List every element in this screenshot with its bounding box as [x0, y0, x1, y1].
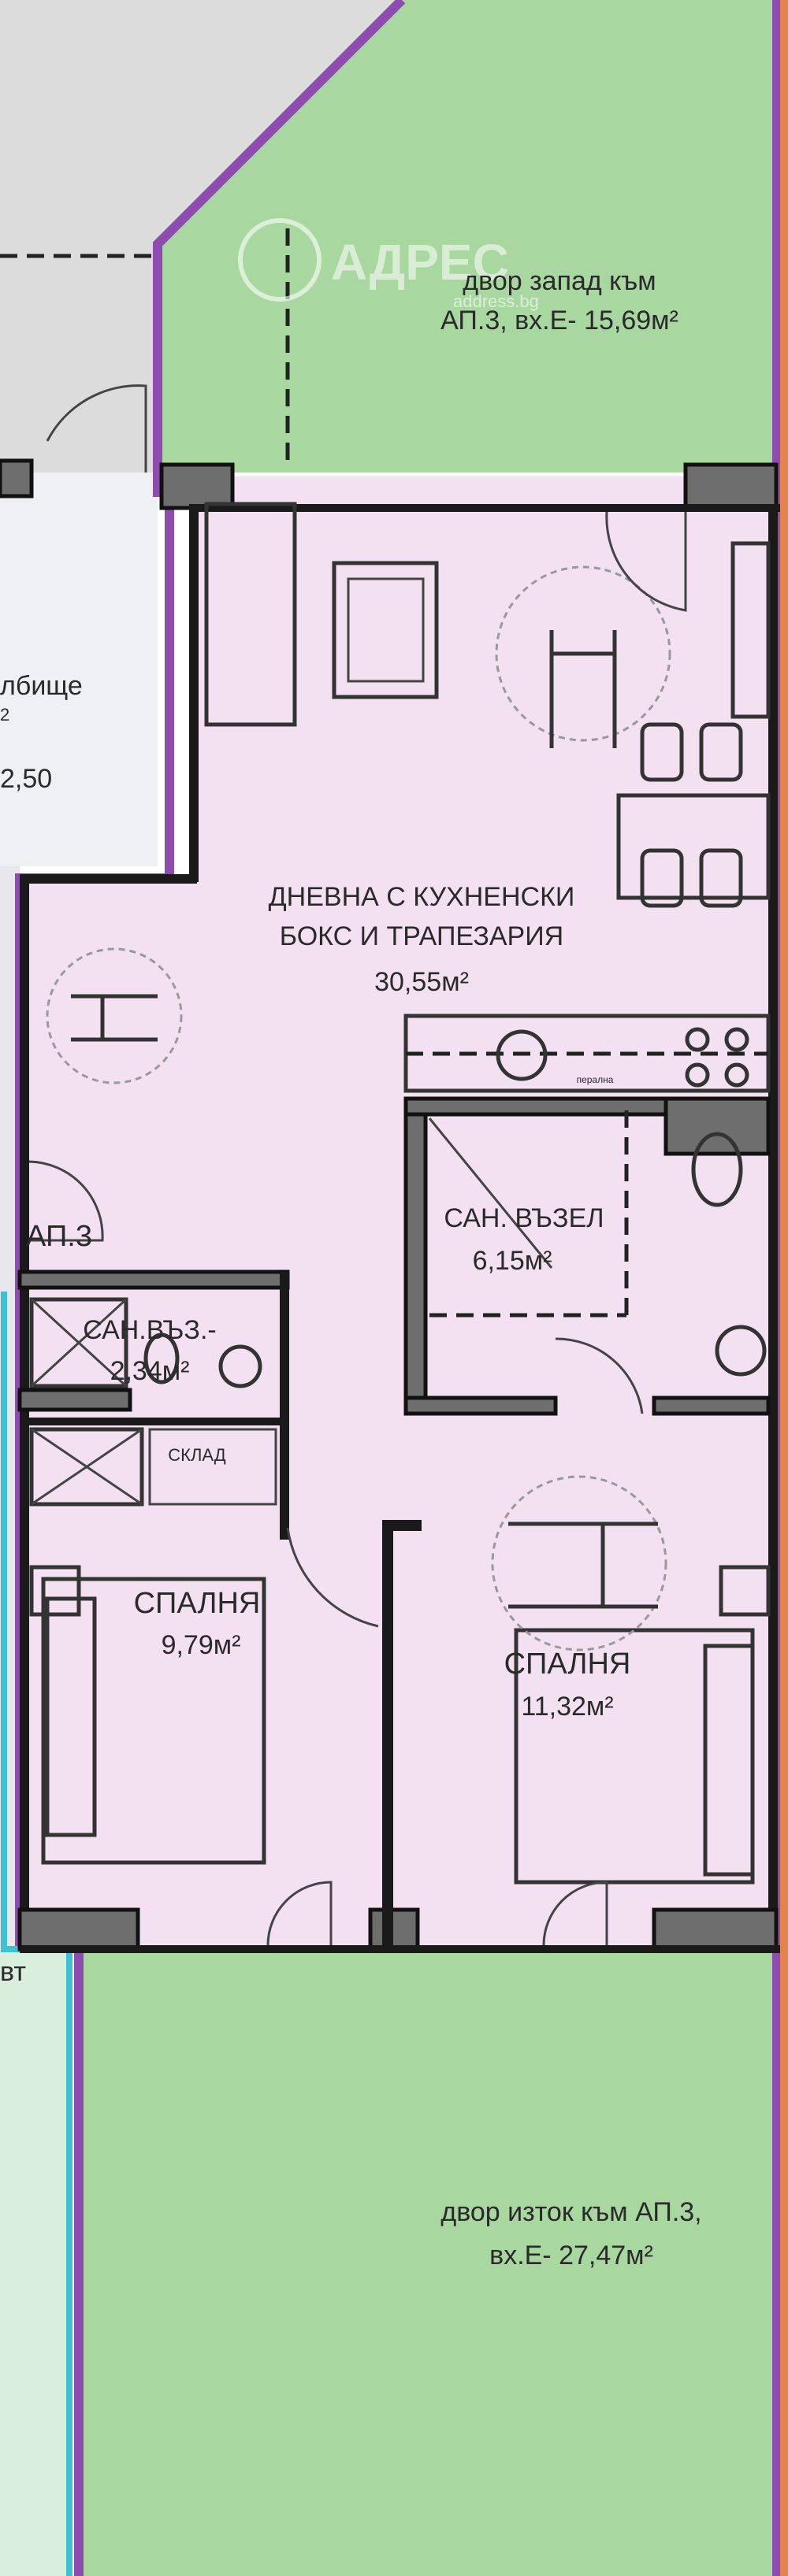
- bathroom-area: 6,15м²: [473, 1246, 552, 1276]
- stove-burner-icon: [724, 1027, 749, 1052]
- living-label-1: ДНЕВНА С КУХНЕНСКИ: [269, 882, 575, 912]
- wall: [382, 1520, 422, 1531]
- chair: [699, 848, 743, 908]
- storage-shelf: [29, 1427, 144, 1507]
- laundry-label: перална: [577, 1074, 614, 1085]
- door-swing: [46, 384, 147, 473]
- wc-label: САН.ВЪЗ.-: [83, 1315, 216, 1345]
- wall: [20, 1945, 780, 1953]
- wall: [280, 1272, 289, 1540]
- wall-column: [0, 458, 34, 499]
- door-swing: [542, 1881, 608, 1946]
- wall: [20, 874, 29, 1953]
- wheelchair-icon: [71, 994, 158, 1042]
- apartment-floor: [20, 476, 780, 1953]
- wall-column: [683, 462, 779, 510]
- sink-icon: [496, 1029, 548, 1081]
- living-area: 30,55м²: [374, 967, 469, 997]
- yard-west-label-2: АП.3, вх.Е- 15,69м²: [440, 306, 678, 335]
- bed-pillows: [703, 1644, 755, 1877]
- door-swing: [605, 511, 687, 612]
- bathroom-label: САН. ВЪЗЕЛ: [444, 1203, 604, 1233]
- storage-room: [148, 1428, 277, 1506]
- bedroom1-label: СПАЛНЯ: [134, 1587, 261, 1620]
- neighbor-green-bottom: [0, 1953, 71, 2576]
- wall: [20, 874, 197, 884]
- door-swing: [286, 1527, 379, 1628]
- storage-label: СКЛАД: [168, 1445, 226, 1465]
- bed: [41, 1577, 266, 1865]
- edge-strip: [780, 0, 788, 2576]
- washbasin-icon: [218, 1344, 262, 1388]
- shower-cross: [30, 1298, 128, 1388]
- sofa: [204, 502, 297, 727]
- wall: [382, 1520, 393, 1953]
- watermark-site: address.bg: [453, 291, 539, 311]
- stove-burner-icon: [685, 1062, 710, 1088]
- bed-pillows: [45, 1596, 97, 1837]
- wall: [768, 504, 778, 1953]
- wall: [189, 504, 199, 882]
- bedroom2-area: 11,32м²: [521, 1692, 613, 1722]
- chair: [640, 722, 684, 782]
- yard-east-label-2: вх.Е- 27,47м²: [489, 2241, 653, 2270]
- washbasin-icon: [715, 1325, 767, 1377]
- door-swing: [266, 1881, 333, 1946]
- chair: [699, 722, 743, 782]
- wall: [652, 1395, 771, 1416]
- wc-area: 2,34м²: [110, 1356, 190, 1386]
- wardrobe: [730, 541, 771, 719]
- chair: [640, 848, 684, 908]
- bedroom1-area: 9,79м²: [162, 1630, 241, 1660]
- wall: [189, 504, 780, 512]
- neighbor-bottom-label: вт: [0, 1957, 26, 1987]
- stove-burner-icon: [685, 1027, 710, 1052]
- bedroom2-label: СПАЛНЯ: [504, 1648, 631, 1681]
- toilet-icon: [691, 1132, 743, 1207]
- yard-west-label-1: двор запад към: [463, 266, 656, 296]
- wheelchair-icon: [508, 1522, 658, 1609]
- wheelchair-turning-circle: [46, 947, 183, 1084]
- wall: [17, 1269, 290, 1290]
- living-label-2: БОКС И ТРАПЕЗАРИЯ: [280, 921, 563, 951]
- yard-east-label-1: двор изток към АП.3,: [440, 2197, 701, 2227]
- wheelchair-turning-circle: [491, 1475, 667, 1651]
- neighbor-room-sup: 2: [0, 705, 9, 725]
- wall-column: [17, 1907, 140, 1951]
- watermark-logo-icon: [238, 218, 322, 302]
- wheelchair-icon: [549, 630, 617, 748]
- shaft: [663, 1096, 771, 1156]
- neighbor-room-label: лбище: [0, 671, 83, 701]
- dining-table: [616, 793, 771, 900]
- wall: [403, 1395, 558, 1416]
- shower-line: [428, 1118, 553, 1269]
- neighbor-room-left: [0, 473, 158, 866]
- apartment-tag: АП.3: [26, 1220, 92, 1253]
- wall-column: [368, 1907, 420, 1951]
- apartment-tag-arc: [28, 1160, 104, 1242]
- wall: [17, 1388, 132, 1412]
- wall-column: [652, 1907, 779, 1951]
- storage-cross: [31, 1428, 143, 1506]
- stove-burner-icon: [724, 1062, 749, 1088]
- yard-east: [79, 1953, 780, 2576]
- coffee-table-inner: [347, 577, 425, 683]
- coffee-table: [332, 561, 439, 699]
- nightstand: [719, 1565, 771, 1617]
- wall-column: [159, 462, 235, 510]
- wheelchair-turning-circle: [495, 565, 671, 742]
- wall: [403, 1096, 428, 1416]
- wall: [20, 1418, 288, 1425]
- toilet-icon: [143, 1332, 180, 1384]
- shower-tray: [29, 1297, 128, 1388]
- door-swing: [555, 1337, 644, 1414]
- yard-west: [158, 0, 780, 473]
- nightstand: [29, 1565, 81, 1617]
- watermark-brand: АДРЕС: [331, 234, 509, 291]
- neighbor-room-value: 2,50: [0, 764, 52, 794]
